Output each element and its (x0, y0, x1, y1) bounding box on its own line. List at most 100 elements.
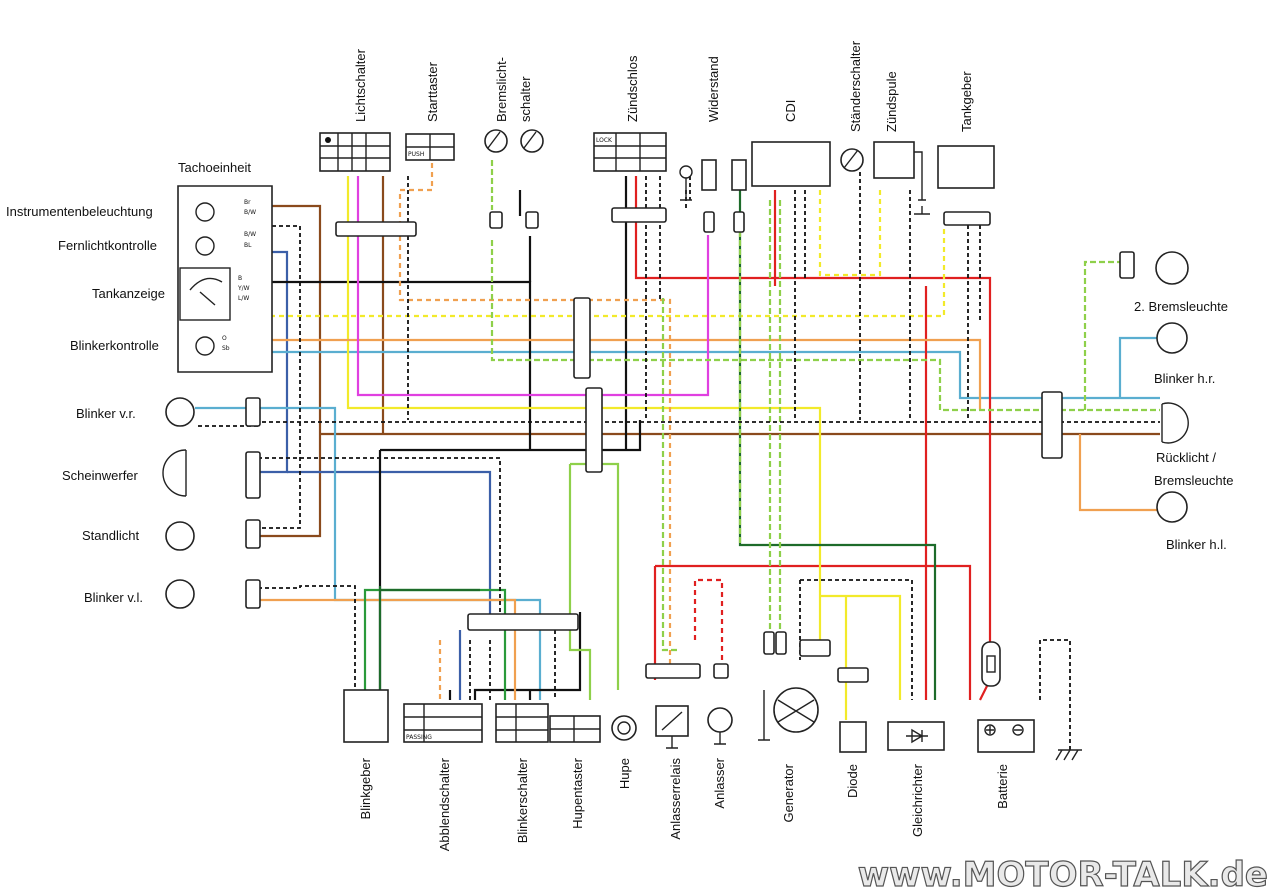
lamp-icon-blinkerkontrolle (195, 336, 215, 356)
connectors (245, 207, 1135, 683)
svg-text:B/W: B/W (244, 209, 256, 216)
generator-unit (758, 687, 819, 741)
connector-zuendschloss (611, 207, 667, 223)
connector-hub-upper (573, 297, 591, 379)
staenderschalter-switch (840, 148, 864, 172)
svg-text:Br: Br (244, 199, 251, 206)
label-generator: Generator (781, 763, 796, 822)
label-standlicht: Standlicht (82, 528, 139, 543)
zuendschloss-switch: LOCK (593, 132, 667, 172)
connector-generator (799, 639, 831, 657)
label-anlasser: Anlasser (712, 757, 727, 808)
svg-text:L/W: L/W (238, 295, 249, 302)
left-labels: Tachoeinheit Instrumentenbeleuchtung Fer… (6, 160, 251, 605)
diode-component (839, 721, 867, 753)
svg-text:B: B (238, 275, 242, 282)
label-ruecklicht-2: Bremsleuchte (1154, 473, 1233, 488)
label-zuendspule: Zündspule (884, 71, 899, 132)
label-blinker-hr: Blinker h.r. (1154, 371, 1215, 386)
svg-text:BL: BL (244, 242, 252, 249)
lock-label: LOCK (596, 137, 613, 144)
lamp-icon-fernlichtkontrolle (195, 236, 215, 256)
label-blinker-hl: Blinker h.l. (1166, 537, 1227, 552)
cdi-unit (751, 141, 831, 187)
fuse-icon (981, 641, 1001, 687)
bottom-labels: Blinkgeber Abblendschalter Blinkerschalt… (358, 757, 1010, 851)
svg-text:B/W: B/W (244, 231, 256, 238)
connector-lichtschalter (335, 221, 417, 237)
lamp-icon-blinker-vr (165, 397, 195, 427)
tankgeber-sender (937, 145, 995, 189)
label-gleichrichter: Gleichrichter (910, 763, 925, 837)
label-cdi: CDI (783, 100, 798, 122)
dashed-wires (195, 172, 1160, 750)
widerstand-resistor (679, 159, 747, 201)
connector-diode (837, 667, 869, 683)
lichtschalter-switch (319, 132, 391, 172)
label-blinkgeber: Blinkgeber (358, 757, 373, 819)
lamp-icon-ruecklicht (1161, 402, 1189, 444)
connector-tankgeber (943, 211, 991, 226)
label-instrumentenbeleuchtung: Instrumentenbeleuchtung (6, 204, 153, 219)
blinkerschalter-switch (495, 703, 549, 743)
connector-hub-middle (585, 387, 603, 473)
hupentaster-switch (549, 715, 601, 743)
label-zuendschloss: Zündschlos (625, 55, 640, 122)
label-2-bremsleuchte: 2. Bremsleuchte (1134, 299, 1228, 314)
label-starttaster: Starttaster (425, 61, 440, 122)
watermark-text: www.MOTOR-TALK.de (858, 855, 1268, 895)
abblendschalter-switch: PASSING (403, 703, 483, 743)
zuendspule-coil (873, 141, 930, 215)
top-labels: Lichtschalter Starttaster Bremslicht- sc… (353, 40, 974, 132)
label-bremslichtschalter-2: schalter (518, 76, 533, 122)
label-lichtschalter: Lichtschalter (353, 48, 368, 122)
label-widerstand: Widerstand (706, 56, 721, 122)
label-fernlichtkontrolle: Fernlichtkontrolle (58, 238, 157, 253)
label-hupentaster: Hupentaster (570, 757, 585, 828)
gleichrichter-rectifier (887, 721, 945, 751)
label-batterie: Batterie (995, 764, 1010, 809)
tachoeinheit: BrB/W B/W BL B Y/W L/W O Sb (177, 185, 273, 373)
push-label: PUSH (408, 151, 424, 158)
label-blinkerschalter: Blinkerschalter (515, 757, 530, 843)
label-diode: Diode (845, 764, 860, 798)
batterie-battery (977, 719, 1035, 753)
label-blinker-vl: Blinker v.l. (84, 590, 143, 605)
label-scheinwerfer: Scheinwerfer (62, 468, 139, 483)
label-tankanzeige: Tankanzeige (92, 286, 165, 301)
label-ruecklicht-1: Rücklicht / (1156, 450, 1216, 465)
bremslichtschalter (484, 129, 544, 153)
anlasser-motor (707, 707, 733, 745)
lamp-icon-standlicht (165, 521, 195, 551)
label-bremslichtschalter-1: Bremslicht- (494, 57, 509, 122)
label-tachoeinheit: Tachoeinheit (178, 160, 251, 175)
label-blinkerkontrolle: Blinkerkontrolle (70, 338, 159, 353)
lamp-icon-instrumentenbeleuchtung (195, 202, 215, 222)
svg-text:O: O (222, 335, 227, 342)
label-tankgeber: Tankgeber (959, 71, 974, 132)
wires (195, 160, 1160, 720)
right-labels: 2. Bremsleuchte Blinker h.r. Rücklicht /… (1134, 299, 1233, 552)
label-hupe: Hupe (617, 758, 632, 789)
anlasserrelais-relay (655, 705, 689, 749)
passing-label: PASSING (406, 734, 432, 741)
starttaster-switch: PUSH (405, 133, 455, 161)
label-staenderschalter: Ständerschalter (848, 40, 863, 132)
hupe-horn (611, 715, 637, 741)
lamp-icon-blinker-hr (1156, 322, 1188, 354)
lamp-icon-blinker-hl (1156, 491, 1188, 523)
gauge-icon-tankanzeige (179, 267, 231, 321)
connector-anlasserrelais (645, 663, 701, 679)
connector-rear (1041, 391, 1063, 459)
svg-text:Sb: Sb (222, 345, 230, 352)
label-anlasserrelais: Anlasserrelais (668, 758, 683, 840)
svg-text:Y/W: Y/W (237, 285, 250, 292)
lamp-icon-2-bremsleuchte (1155, 251, 1189, 285)
lamp-icon-blinker-vl (165, 579, 195, 609)
label-abblendschalter: Abblendschalter (437, 757, 452, 851)
ground-icon (1055, 749, 1082, 761)
lamp-icon-scheinwerfer (162, 449, 187, 497)
label-blinker-vr: Blinker v.r. (76, 406, 136, 421)
blinkgeber-relay (343, 689, 389, 743)
